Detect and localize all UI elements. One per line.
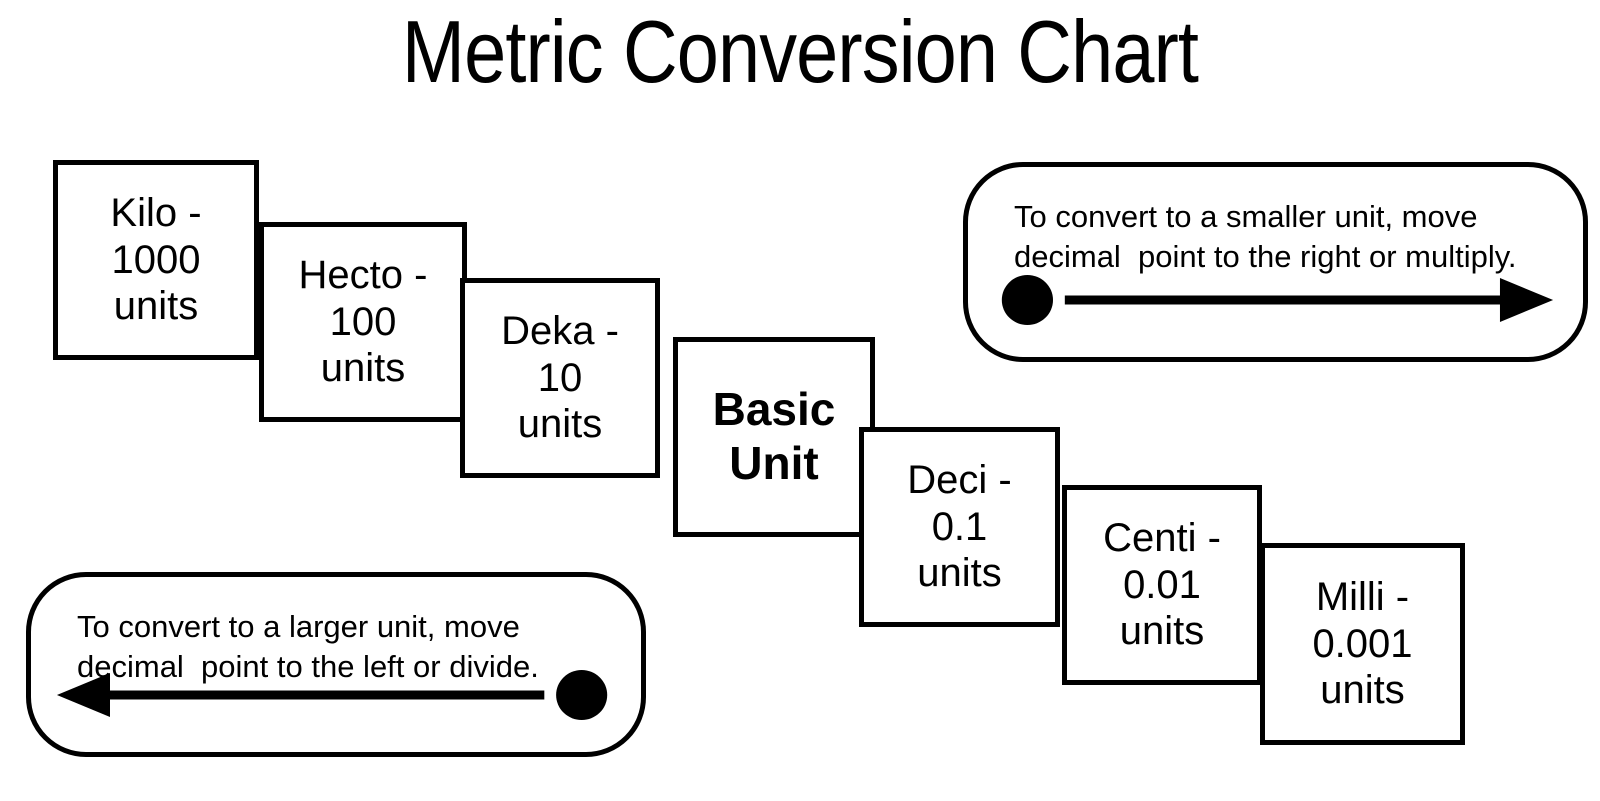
unit-box-basic-unit[interactable]: Basic Unit	[673, 337, 875, 537]
callout-smaller-unit: To convert to a smaller unit, move decim…	[963, 162, 1588, 362]
unit-box-centi[interactable]: Centi - 0.01 units	[1062, 485, 1262, 685]
unit-box-deci[interactable]: Deci - 0.1 units	[859, 427, 1060, 627]
unit-box-deka[interactable]: Deka - 10 units	[460, 278, 660, 478]
unit-box-kilo[interactable]: Kilo - 1000 units	[53, 160, 259, 360]
callout-larger-unit: To convert to a larger unit, move decima…	[26, 572, 646, 757]
unit-box-milli[interactable]: Milli - 0.001 units	[1260, 543, 1465, 745]
callout-smaller-unit-text: To convert to a smaller unit, move decim…	[1014, 199, 1517, 275]
arrow-right-icon	[990, 269, 1561, 331]
callout-larger-unit-text: To convert to a larger unit, move decima…	[77, 609, 539, 685]
unit-box-hecto[interactable]: Hecto - 100 units	[259, 222, 467, 422]
arrow-left-icon	[53, 664, 619, 726]
page-title: Metric Conversion Chart	[401, 2, 1199, 101]
